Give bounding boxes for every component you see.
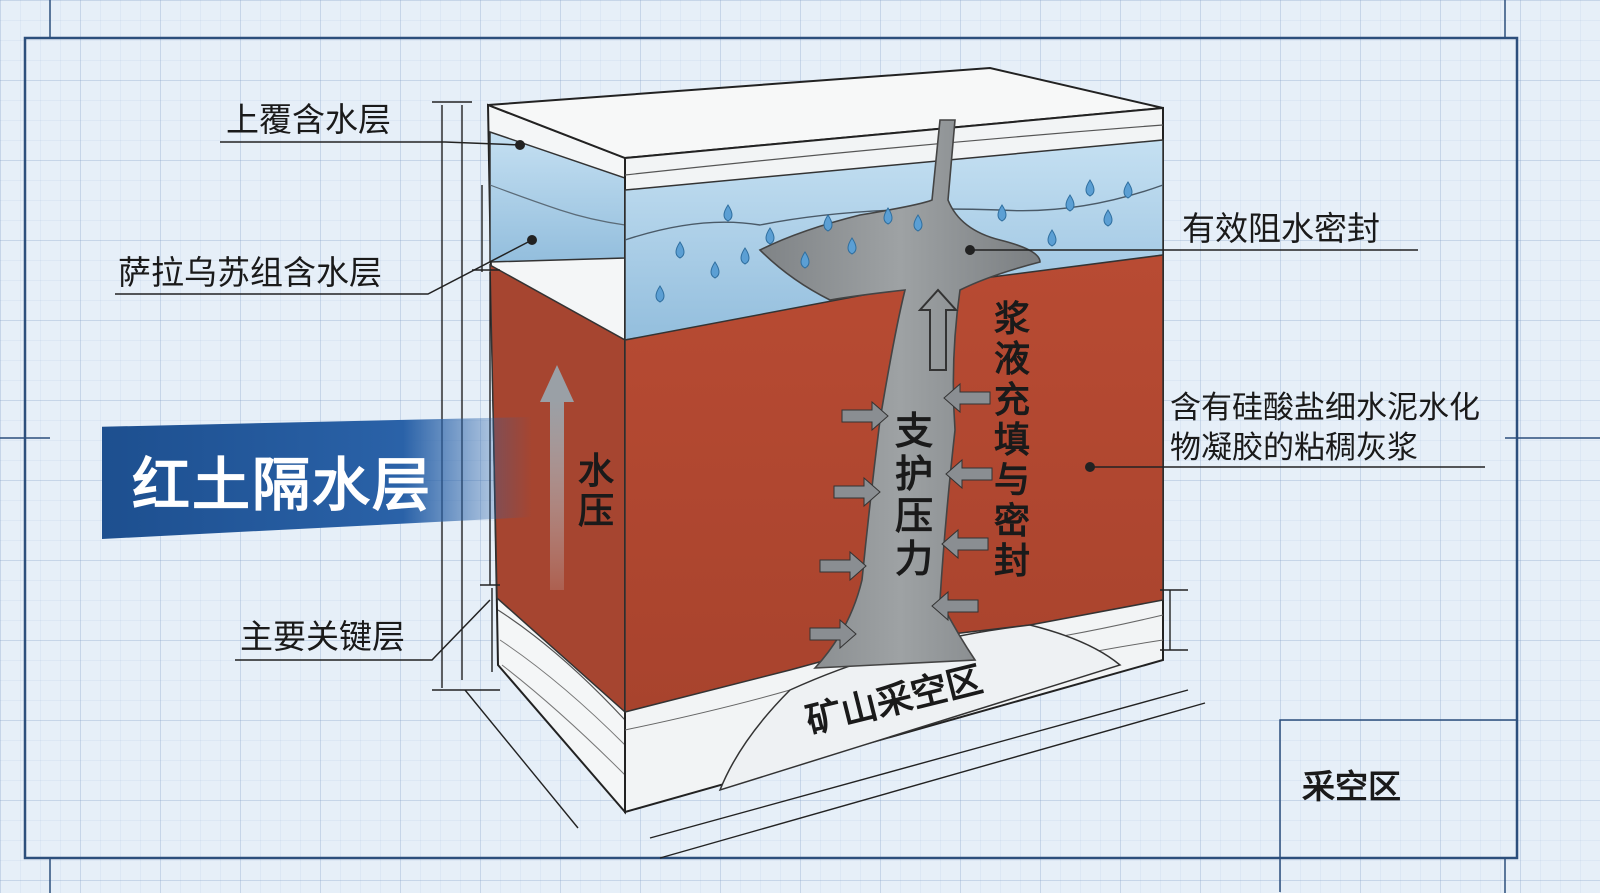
label-grout-description: 含有硅酸盐细水泥水化物凝胶的粘稠灰浆 — [1170, 388, 1490, 469]
label-effective-seal: 有效阻水密封 — [1182, 212, 1380, 245]
grout-fill-seal-label: 浆液充填与密封 — [990, 300, 1034, 582]
banner-title: 红土隔水层 — [132, 438, 432, 522]
label-salawusu-aquifer: 萨拉乌苏组含水层 — [118, 256, 382, 289]
label-overburden-aquifer: 上覆含水层 — [226, 103, 391, 136]
label-main-key-stratum: 主要关键层 — [240, 620, 405, 653]
support-pressure-label: 支护压力 — [892, 410, 936, 580]
water-pressure-label: 水压 — [574, 452, 618, 533]
corner-goaf-label: 采空区 — [1302, 760, 1401, 808]
